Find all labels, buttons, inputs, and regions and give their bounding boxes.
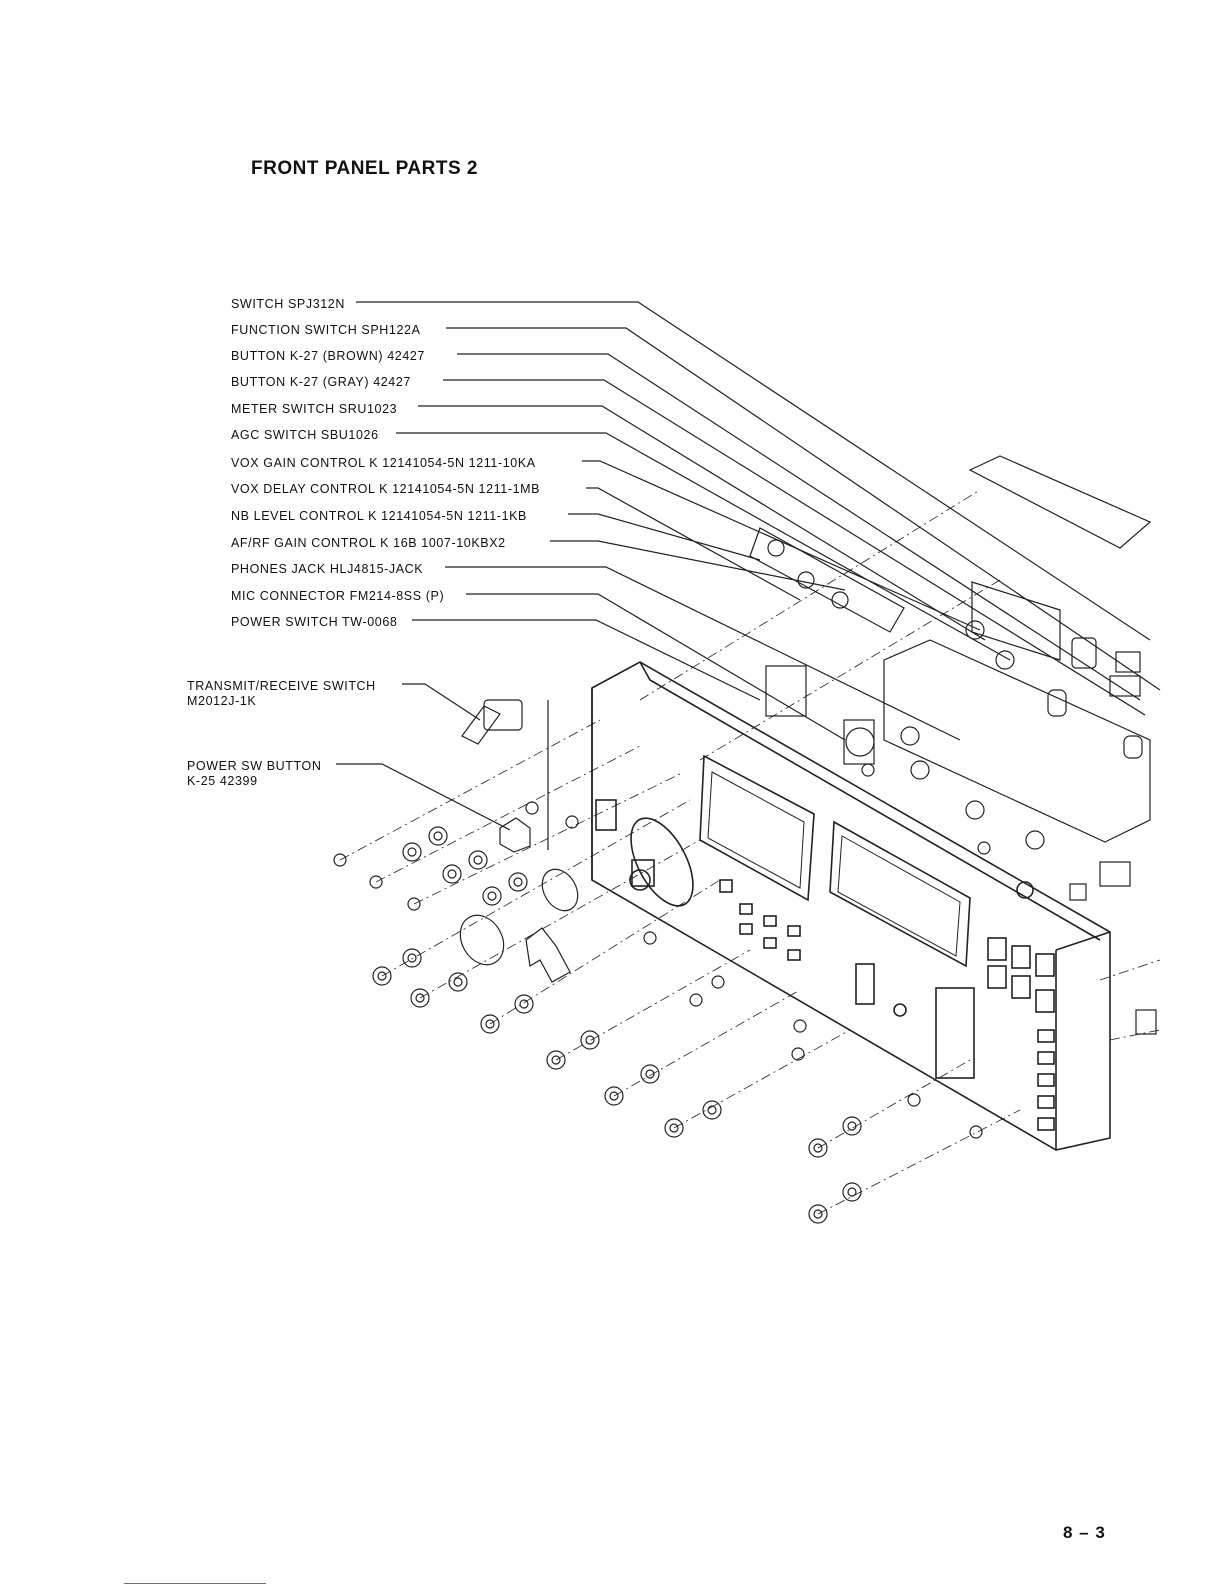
label-meter-switch: METER SWITCH SRU1023 <box>231 402 398 416</box>
label-trx-switch-part: M2012J-1K <box>187 694 257 708</box>
label-button-gray: BUTTON K-27 (GRAY) 42427 <box>231 375 411 389</box>
page-number: 8 – 3 <box>1063 1523 1106 1542</box>
label-power-sw-button-part: K-25 42399 <box>187 774 258 788</box>
knob-rings <box>459 868 579 966</box>
assembly-axis-lines <box>339 489 1161 1215</box>
front-panel-chassis <box>591 661 1111 1151</box>
washers-and-nuts <box>372 826 862 1224</box>
label-agc-switch: AGC SWITCH SBU1026 <box>231 428 379 442</box>
label-phones-jack: PHONES JACK HLJ4815-JACK <box>231 562 424 576</box>
power-sw-button <box>499 817 531 853</box>
leader-lines <box>336 301 1161 831</box>
label-switch-spj312n: SWITCH SPJ312N <box>231 297 345 311</box>
label-power-sw-button: POWER SW BUTTON <box>187 759 322 773</box>
label-function-switch: FUNCTION SWITCH SPH122A <box>231 323 421 337</box>
bracket <box>525 927 571 983</box>
label-trx-switch: TRANSMIT/RECEIVE SWITCH <box>187 679 376 693</box>
transmit-receive-switch <box>461 699 549 850</box>
pcb-assembly <box>749 455 1157 1035</box>
label-af-rf-gain-control: AF/RF GAIN CONTROL K 16B 1007-10KBX2 <box>231 536 506 550</box>
label-power-switch: POWER SWITCH TW-0068 <box>231 615 398 629</box>
label-button-brown: BUTTON K-27 (BROWN) 42427 <box>231 349 425 363</box>
label-nb-level-control: NB LEVEL CONTROL K 12141054-5N 1211-1KB <box>231 509 527 523</box>
label-vox-delay-control: VOX DELAY CONTROL K 12141054-5N 1211-1MB <box>231 482 541 496</box>
label-mic-connector: MIC CONNECTOR FM214-8SS (P) <box>231 589 445 603</box>
label-vox-gain-control: VOX GAIN CONTROL K 12141054-5N 1211-10KA <box>231 456 536 470</box>
page-title: FRONT PANEL PARTS 2 <box>251 158 478 179</box>
